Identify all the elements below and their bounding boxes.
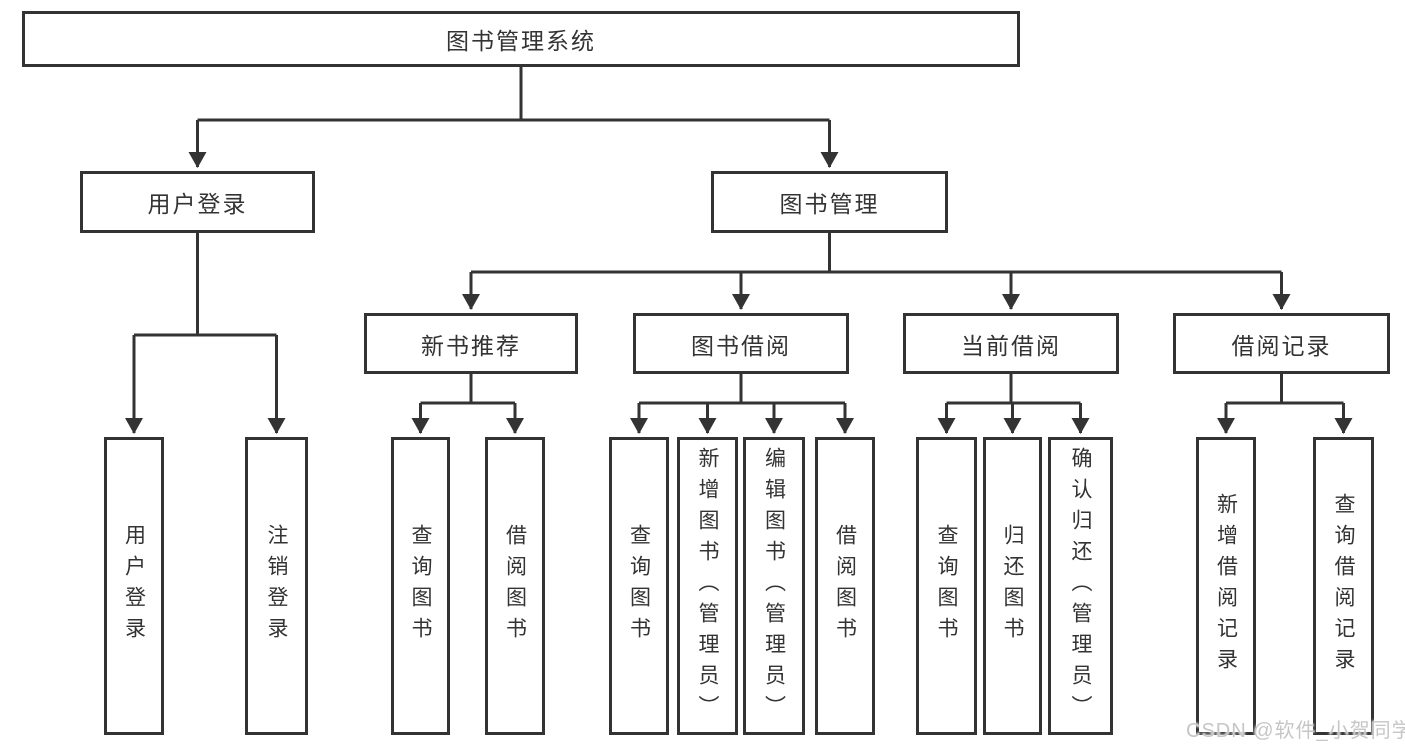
leaf-query-books-current: 查询图书	[916, 437, 977, 735]
node-new-book-recommendation: 新书推荐	[364, 313, 578, 374]
leaf-label: 编辑图书（管理员）	[762, 446, 786, 726]
node-label: 新书推荐	[421, 332, 521, 359]
node-user-login: 用户登录	[80, 171, 315, 233]
leaf-borrow-books-recommend: 借阅图书	[485, 437, 545, 735]
node-label: 用户登录	[147, 191, 248, 217]
leaf-add-books-admin: 新增图书（管理员）	[677, 437, 738, 735]
leaf-edit-books-admin: 编辑图书（管理员）	[743, 437, 805, 735]
leaf-label: 新增借阅记录	[1214, 493, 1238, 679]
leaf-label: 查询借阅记录	[1332, 493, 1355, 679]
node-label: 借阅记录	[1231, 332, 1332, 359]
csdn-watermark: CSDN @软件_小贺同学	[1186, 720, 1405, 742]
leaf-query-borrow-record: 查询借阅记录	[1313, 437, 1374, 735]
leaf-return-books: 归还图书	[983, 437, 1042, 735]
leaf-label: 查询图书	[935, 524, 958, 648]
leaf-label: 借阅图书	[833, 524, 857, 648]
leaf-borrow-books: 借阅图书	[815, 437, 875, 735]
leaf-label: 用户登录	[122, 524, 146, 648]
node-current-borrowing: 当前借阅	[903, 313, 1119, 374]
leaf-label: 查询图书	[409, 524, 432, 648]
leaf-label: 查询图书	[627, 524, 651, 648]
node-label: 图书借阅	[691, 332, 791, 359]
node-label: 图书管理	[779, 191, 880, 217]
node-book-management: 图书管理	[711, 171, 948, 233]
node-library-management-system: 图书管理系统	[22, 11, 1020, 67]
leaf-user-login: 用户登录	[104, 437, 164, 735]
leaf-label: 归还图书	[1001, 524, 1024, 648]
leaf-add-borrow-record: 新增借阅记录	[1196, 437, 1256, 735]
node-borrowing-records: 借阅记录	[1173, 313, 1390, 374]
leaf-query-books-borrow: 查询图书	[609, 437, 669, 735]
node-label: 图书管理系统	[446, 28, 596, 54]
leaf-confirm-return-admin: 确认归还（管理员）	[1048, 437, 1113, 735]
leaf-label: 借阅图书	[503, 524, 527, 648]
leaf-label: 确认归还（管理员）	[1069, 446, 1092, 726]
leaf-query-books-recommend: 查询图书	[391, 437, 450, 735]
leaf-label: 注销登录	[265, 524, 288, 648]
leaf-logout: 注销登录	[245, 437, 308, 735]
node-book-borrowing: 图书借阅	[633, 313, 849, 374]
node-label: 当前借阅	[961, 332, 1061, 359]
leaf-label: 新增图书（管理员）	[696, 446, 719, 726]
